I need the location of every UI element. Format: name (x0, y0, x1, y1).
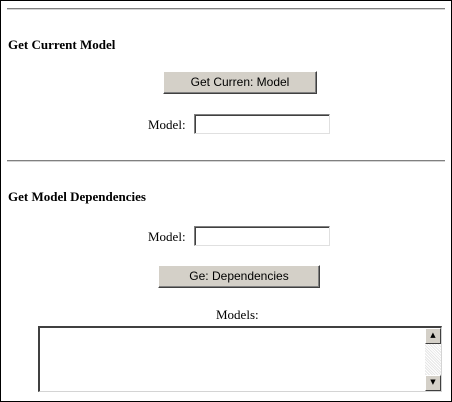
models-vertical-scrollbar[interactable]: ▲ ▼ (425, 328, 441, 391)
get-dependencies-button[interactable]: Ge: Dependencies (158, 265, 320, 288)
get-current-model-heading: Get Current Model (8, 37, 116, 52)
dependencies-model-label: Model: (148, 229, 186, 244)
scroll-up-arrow-icon[interactable]: ▲ (425, 328, 441, 344)
models-textarea[interactable]: ▲ ▼ (38, 326, 442, 392)
models-label: Models: (216, 307, 259, 322)
dependencies-model-field[interactable] (194, 226, 330, 246)
top-divider (7, 8, 445, 10)
current-model-field[interactable] (194, 114, 330, 134)
scroll-down-arrow-icon[interactable]: ▼ (425, 375, 441, 391)
get-current-model-button[interactable]: Get Curren: Model (163, 71, 317, 94)
current-model-label: Model: (148, 117, 186, 132)
get-model-dependencies-heading: Get Model Dependencies (8, 189, 146, 204)
middle-divider (7, 160, 445, 162)
